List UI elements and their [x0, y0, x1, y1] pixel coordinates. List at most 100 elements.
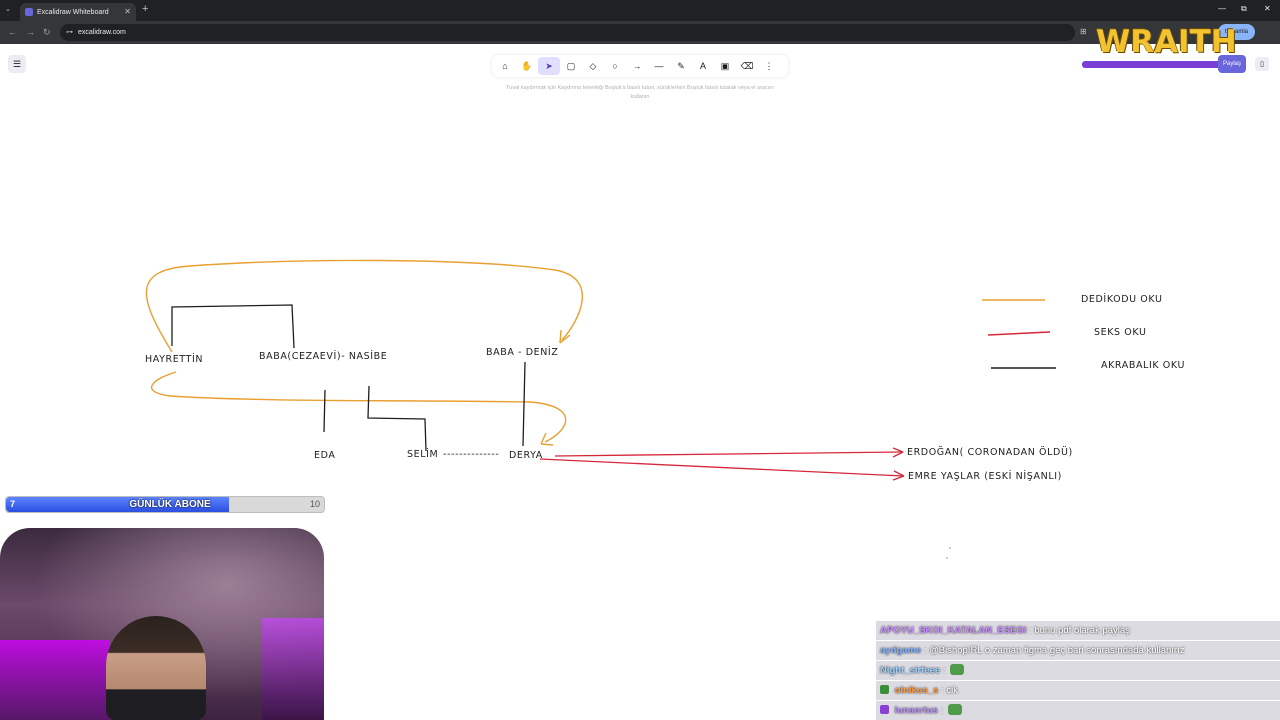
legend-sex-label[interactable]: SEKS OKU	[1094, 327, 1147, 338]
more-icon[interactable]: ⋮	[764, 60, 774, 71]
legend-gossip-label[interactable]: DEDİKODU OKU	[1081, 294, 1163, 305]
chat-user: APOYU_SKOI_KATALAN_ESEGI	[880, 625, 1027, 636]
hint-line-1: Tuval kaydırmak için Kaydırma tekerleği …	[506, 85, 774, 91]
hamburger-icon: ☰	[12, 58, 22, 69]
legend-kinship-label[interactable]: AKRABALIK OKU	[1101, 360, 1186, 371]
gossip-arrow-bottom	[150, 371, 567, 443]
user-badge-icon	[880, 705, 889, 714]
chat-text: : cik	[941, 685, 958, 696]
main-menu-button[interactable]: ☰	[8, 55, 26, 73]
minimize-icon[interactable]: —	[1218, 4, 1226, 13]
hand-icon[interactable]: ✋	[521, 60, 533, 71]
hint-line-2: kullanın	[630, 94, 650, 100]
wraith-logo: WRAITH	[1096, 24, 1237, 60]
share-label: Paylaş	[1222, 61, 1241, 67]
chat-message: APOYU_SKOI_KATALAN_ESEGI : bunu pdf olar…	[876, 621, 1280, 640]
shape-toolbar: ⌂ ✋ ➤ ▢ ◇ ○ → — ✎ A ▣ ⌫ ⋮	[492, 55, 788, 77]
user-badge-icon	[880, 685, 889, 694]
gossip-arrow-top	[145, 259, 584, 353]
back-icon[interactable]: ←	[8, 27, 17, 37]
new-tab-icon[interactable]: +	[142, 3, 149, 15]
excalidraw-favicon-icon	[25, 8, 33, 16]
node-derya[interactable]: DERYA	[509, 450, 543, 461]
webcam-streamer	[106, 616, 206, 720]
subscriber-goal-current: 7	[10, 499, 16, 509]
node-dashes[interactable]: --------------	[443, 449, 500, 460]
pencil-icon[interactable]: ✎	[677, 60, 685, 71]
selection-icon[interactable]: ➤	[538, 57, 560, 75]
share-button[interactable]: Paylaş	[1218, 55, 1246, 73]
webcam-neon-right	[262, 618, 324, 720]
subscriber-goal-label: GÜNLÜK ABONE	[129, 499, 211, 510]
eraser-icon[interactable]: ⌫	[740, 60, 754, 71]
excalidraw-canvas[interactable]: HAYRETTİN BABA(CEZAEVİ)- NASİBE BABA - D…	[0, 44, 1280, 720]
kinship-eda	[323, 389, 326, 433]
browser-tab[interactable]: Excalidraw Whiteboard ✕	[20, 3, 136, 21]
sex-arrow-emre	[539, 458, 905, 477]
diamond-icon[interactable]: ◇	[589, 60, 597, 71]
kinship-derya	[522, 361, 526, 447]
chat-user: aydgame	[880, 645, 922, 656]
bookmark-icon[interactable]: ☆	[1095, 27, 1103, 36]
node-baba-deniz[interactable]: BABA - DENİZ	[486, 347, 559, 358]
url-text: excalidraw.com	[78, 29, 126, 36]
node-selim[interactable]: SELİM	[407, 449, 439, 460]
tab-search-icon[interactable]: ⌄	[5, 6, 11, 13]
image-icon[interactable]: ▣	[720, 60, 730, 71]
kinship-selim	[367, 385, 427, 452]
chat-message: aydgame : @BishopIRL o zaman figma geç b…	[876, 641, 1280, 660]
subscriber-goal-fill	[6, 497, 229, 512]
gossip-arrow-top-head	[559, 329, 571, 344]
stray-dot	[946, 557, 948, 559]
site-info-icon[interactable]: ⊶	[66, 29, 73, 36]
legend-sex-line	[987, 331, 1051, 336]
sync-button[interactable]: tamamla	[1218, 24, 1256, 40]
restore-icon[interactable]: ⧉	[1241, 4, 1247, 13]
webcam-feed	[0, 528, 324, 720]
diagram-drawing	[145, 259, 1056, 559]
pepe-emote-icon	[947, 704, 962, 715]
sex-arrow-erdogan	[554, 451, 904, 457]
kinship-hayrettin-baba	[171, 304, 295, 349]
lock-icon[interactable]: ⌂	[502, 61, 508, 71]
chat-text: : @BishopIRL o zaman figma geç bari sonr…	[923, 645, 1185, 656]
chat-message: lunaortus :	[876, 701, 1280, 720]
url-field[interactable]: ⊶ excalidraw.com	[60, 24, 1075, 41]
address-bar-row: ← → ↻ ⊶ excalidraw.com ⊞ ☆ tamamla	[0, 21, 1280, 44]
chat-user: Night_sirfeee	[880, 665, 941, 676]
node-baba-nasibe[interactable]: BABA(CEZAEVİ)- NASİBE	[259, 351, 388, 362]
pepe-emote-icon	[950, 664, 965, 675]
line-icon[interactable]: —	[654, 61, 664, 71]
canvas-hint: Tuval kaydırmak için Kaydırma tekerleği …	[496, 84, 784, 102]
chat-message: olnikus_s : cik	[876, 681, 1280, 700]
forward-icon[interactable]: →	[26, 27, 35, 37]
stream-chat: APOYU_SKOI_KATALAN_ESEGI : bunu pdf olar…	[876, 621, 1280, 720]
node-emre[interactable]: EMRE YAŞLAR (ESKİ NİŞANLI)	[908, 471, 1062, 482]
arrow-icon[interactable]: →	[632, 61, 642, 71]
stray-dot	[949, 547, 951, 549]
ellipse-icon[interactable]: ○	[612, 61, 618, 71]
gossip-arrow-bottom-head	[540, 432, 554, 446]
chat-text: : bunu pdf olarak paylaş	[1029, 625, 1130, 636]
subscriber-goal-bar: 7 GÜNLÜK ABONE 10	[5, 496, 325, 513]
chat-user: lunaortus	[894, 705, 938, 716]
rectangle-icon[interactable]: ▢	[566, 60, 576, 71]
chat-user: olnikus_s	[894, 685, 939, 696]
sync-label: tamamla	[1225, 29, 1249, 35]
text-icon[interactable]: A	[699, 61, 706, 71]
chat-message: Night_sirfeee :	[876, 661, 1280, 680]
chat-text: :	[942, 665, 946, 676]
close-tab-icon[interactable]: ✕	[124, 7, 131, 16]
webcam-neon-left	[0, 640, 110, 720]
tab-title: Excalidraw Whiteboard	[37, 8, 109, 16]
translate-icon[interactable]: ⊞	[1080, 27, 1087, 36]
node-erdogan[interactable]: ERDOĞAN( CORONADAN ÖLDÜ)	[907, 447, 1073, 458]
library-icon[interactable]: ▯	[1255, 57, 1269, 71]
wraith-progress-bar	[1082, 61, 1228, 68]
node-eda[interactable]: EDA	[314, 450, 336, 461]
reload-icon[interactable]: ↻	[43, 27, 51, 37]
node-hayrettin[interactable]: HAYRETTİN	[145, 354, 204, 365]
close-window-icon[interactable]: ✕	[1264, 4, 1271, 13]
chat-text: :	[940, 705, 944, 716]
